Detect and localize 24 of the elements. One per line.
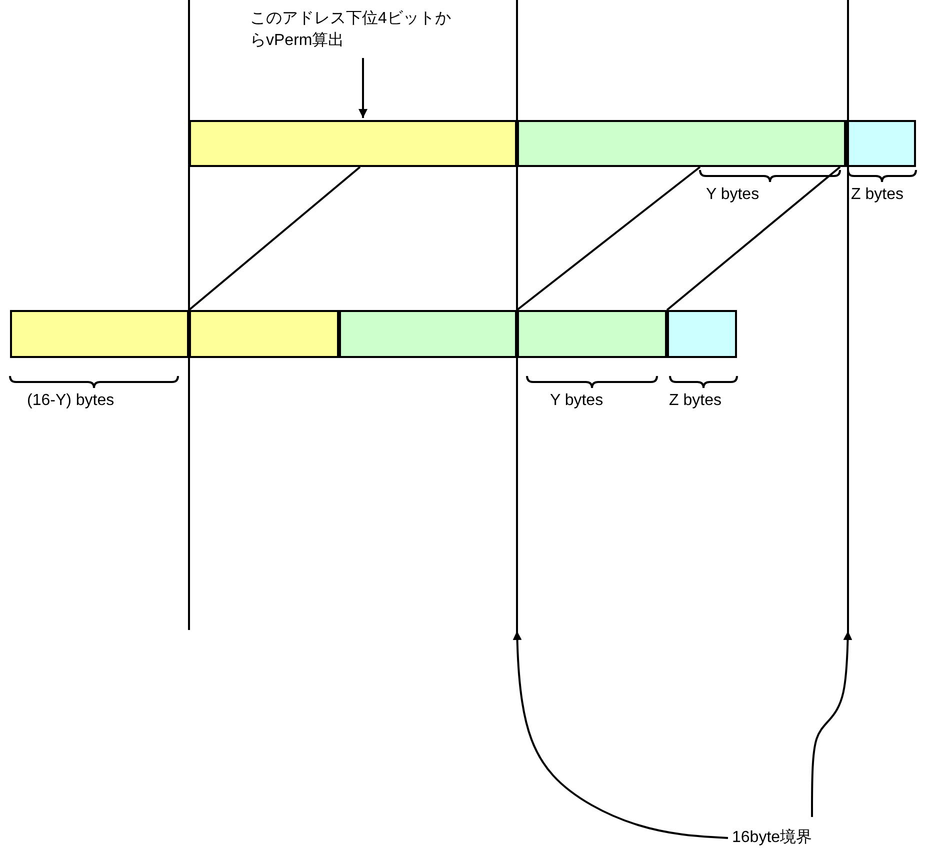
- boundary-line: [847, 0, 849, 631]
- annotation-text: 16byte境界: [732, 827, 842, 851]
- byte-count-label: (16-Y) bytes: [27, 392, 114, 410]
- byte-count-label: Y bytes: [550, 392, 604, 410]
- memory-bar: [189, 310, 339, 358]
- arrow: [358, 58, 368, 118]
- mapping-line: [516, 166, 701, 311]
- annotation-text: このアドレス下位4ビットからvPerm算出: [250, 8, 462, 54]
- memory-bar: [846, 120, 916, 167]
- mapping-line: [188, 166, 361, 311]
- mapping-line: [666, 166, 841, 311]
- boundary-line: [516, 0, 518, 631]
- memory-bar: [517, 120, 846, 167]
- boundary-line: [188, 0, 190, 630]
- byte-count-label: Z bytes: [851, 186, 904, 204]
- memory-bar: [10, 310, 189, 358]
- memory-bar: [667, 310, 737, 358]
- arrow: [512, 630, 728, 839]
- byte-count-label: Y bytes: [706, 186, 760, 204]
- memory-bar: [339, 310, 517, 358]
- arrow: [811, 630, 852, 817]
- memory-bar: [517, 310, 667, 358]
- byte-count-label: Z bytes: [669, 392, 722, 410]
- memory-bar: [189, 120, 517, 167]
